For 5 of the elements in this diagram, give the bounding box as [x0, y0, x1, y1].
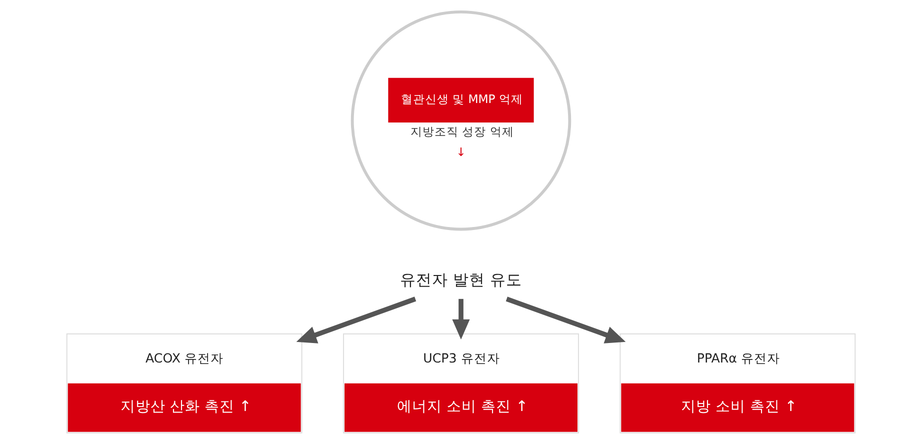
node-circle: 혈관신생 및 MMP 억제 지방조직 성장 억제 ↓ — [350, 10, 572, 231]
arrow — [296, 296, 416, 344]
arrow — [506, 296, 626, 344]
node-text: 유전자 발현 유도 — [400, 271, 522, 290]
arrow — [452, 298, 470, 340]
